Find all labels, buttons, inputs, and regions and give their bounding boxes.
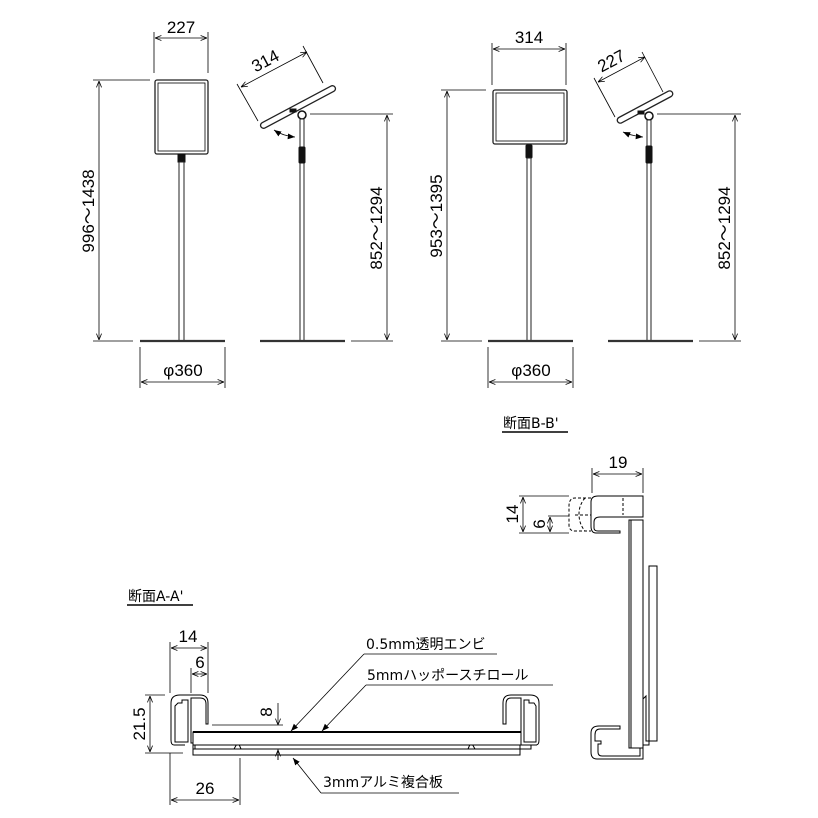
- frame-bottom-edge: [192, 745, 520, 756]
- height-label: 852〜1294: [367, 186, 386, 269]
- callout-leader: [321, 684, 367, 732]
- back-plate: [628, 519, 644, 749]
- callout-leader: [290, 653, 365, 732]
- width-label: 314: [515, 28, 543, 47]
- depth-label: 8: [257, 707, 276, 716]
- panel-dimension-line: [598, 57, 645, 82]
- panel-length-label: 314: [248, 46, 282, 76]
- inner-label: 6: [530, 519, 549, 528]
- callout-foam-board: 5mmハッポースチロール: [367, 668, 528, 684]
- sign-panel-landscape: [492, 89, 568, 145]
- panel-length-label: 227: [594, 46, 628, 76]
- height-adjust-grip: [645, 145, 653, 164]
- height-label: 14: [503, 505, 522, 524]
- extension-line: [641, 51, 664, 93]
- stand-a-front-view: 227 996〜1438 φ360: [79, 18, 226, 388]
- panel-inner-frame: [495, 92, 565, 142]
- bracket: [637, 110, 645, 115]
- stand-b-side-view: 227 852〜1294: [593, 46, 741, 343]
- frame-profile-left: [170, 694, 251, 750]
- pole-connector: [177, 153, 186, 163]
- height-label: 21.5: [130, 707, 149, 740]
- pole-connector: [525, 144, 533, 159]
- hinge-joint: [297, 110, 307, 120]
- height-adjust-grip: [298, 146, 306, 164]
- frame-profile-right: [502, 694, 540, 755]
- stand-b-front-view: 314 953〜1395 φ360: [427, 28, 574, 388]
- callout-clear-pvc: 0.5mm透明エンビ: [366, 637, 486, 653]
- base-diameter-label: φ360: [163, 361, 202, 380]
- tilt-arrow-icon: [273, 129, 296, 140]
- height-label: 953〜1395: [427, 174, 446, 257]
- frame-profile-bottom: [590, 694, 650, 760]
- callout-aluminum-composite: 3mmアルミ複合板: [323, 774, 443, 791]
- hidden-line: [568, 497, 591, 532]
- profile-channel: [523, 699, 537, 743]
- height-label: 996〜1438: [79, 169, 98, 252]
- width-label: 14: [179, 627, 198, 646]
- profile-channel: [174, 699, 189, 743]
- height-label: 852〜1294: [715, 186, 734, 269]
- hinge-joint: [644, 111, 654, 121]
- frame-profile: [590, 495, 644, 534]
- section-a-a: 断面A-A' 14 6 21.5 8: [127, 589, 553, 805]
- extension-line: [593, 77, 616, 118]
- section-a-title: 断面A-A': [128, 589, 183, 605]
- pole: [178, 161, 185, 342]
- section-b-title: 断面B-B': [503, 416, 559, 432]
- base-diameter-label: φ360: [511, 361, 550, 380]
- section-b-b: 断面B-B' 19 14 6: [502, 416, 658, 760]
- tilted-panel: [616, 90, 674, 124]
- foam-board-layer: [192, 731, 522, 746]
- offset-label: 26: [196, 779, 215, 798]
- sign-panel-portrait: [154, 79, 209, 155]
- stand-a-side-view: 314 852〜1294: [236, 45, 393, 343]
- inner-label: 6: [195, 653, 204, 672]
- width-label: 227: [167, 18, 195, 37]
- tilt-arrow-icon: [622, 131, 644, 140]
- hidden-line: [578, 497, 586, 532]
- aluminum-composite-layer: [192, 748, 521, 756]
- pole: [526, 157, 532, 342]
- panel-dimension-line: [241, 52, 307, 87]
- tilted-panel: [259, 85, 337, 129]
- bracket: [289, 108, 297, 113]
- width-label: 19: [609, 453, 628, 472]
- panel-inner-frame: [157, 82, 206, 152]
- rear-plate: [648, 565, 658, 742]
- extension-line: [236, 83, 259, 122]
- extension-line: [302, 45, 324, 84]
- callout-leader: [292, 757, 322, 794]
